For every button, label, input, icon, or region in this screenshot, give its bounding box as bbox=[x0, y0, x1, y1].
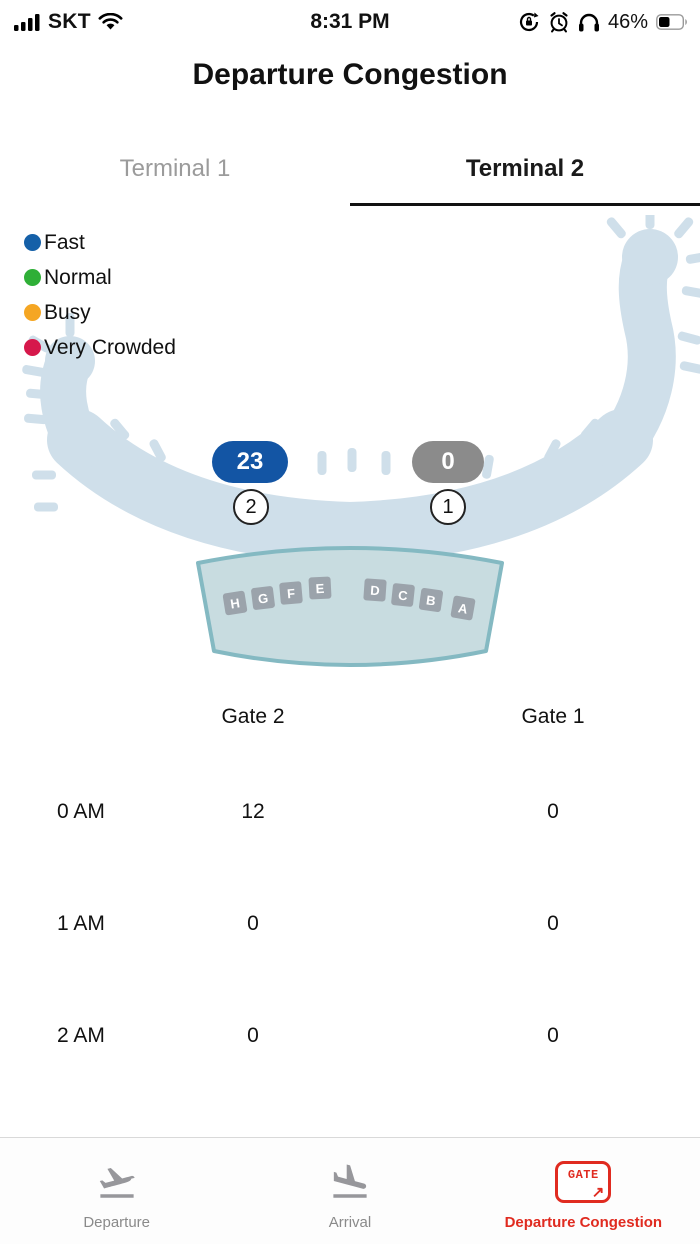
gate-1-congestion-badge[interactable]: 0 bbox=[412, 441, 484, 483]
page-title: Departure Congestion bbox=[192, 58, 508, 91]
tabbar-item-departure-congestion[interactable]: GATE ↗ Departure Congestion bbox=[467, 1138, 700, 1244]
cell-0am-gate2: 12 bbox=[241, 800, 265, 823]
gate-congestion-icon: GATE ↗ bbox=[555, 1161, 612, 1203]
battery-icon bbox=[656, 14, 687, 30]
terminal-tabs: Terminal 1 Terminal 2 bbox=[0, 132, 700, 206]
flight-takeoff-icon bbox=[99, 1167, 135, 1198]
concourse-letter-e: E bbox=[308, 576, 332, 600]
alarm-clock-icon bbox=[550, 12, 568, 33]
row-time-0am: 0 AM bbox=[57, 800, 105, 823]
wifi-icon bbox=[98, 13, 123, 30]
flight-landing-icon bbox=[333, 1164, 367, 1198]
legend-item-very-crowded: Very Crowded bbox=[24, 330, 176, 365]
row-time-2am: 2 AM bbox=[57, 1024, 105, 1047]
status-bar: SKT 8:31 PM 46% bbox=[0, 0, 700, 44]
normal-dot-icon bbox=[24, 269, 41, 286]
concourse-letter-f: F bbox=[279, 581, 303, 605]
concourse-letter-a: A bbox=[450, 595, 476, 621]
legend-item-busy: Busy bbox=[24, 295, 176, 330]
legend-label: Busy bbox=[44, 300, 91, 324]
battery-percent-label: 46% bbox=[607, 10, 648, 33]
legend-item-normal: Normal bbox=[24, 260, 176, 295]
carrier-label: SKT bbox=[48, 10, 91, 33]
gate-icon-arrow: ↗ bbox=[591, 1184, 605, 1201]
concourse-letter-h: H bbox=[222, 590, 248, 616]
cell-2am-gate1: 0 bbox=[547, 1024, 559, 1047]
concourse-letter-b: B bbox=[418, 587, 444, 613]
legend-label: Fast bbox=[44, 230, 85, 254]
headphones-icon bbox=[578, 13, 599, 32]
concourse-letter-c: C bbox=[390, 582, 416, 608]
tabbar-item-departure[interactable]: Departure bbox=[0, 1138, 233, 1244]
row-time-1am: 1 AM bbox=[57, 912, 105, 935]
cell-0am-gate1: 0 bbox=[547, 800, 559, 823]
cellular-signal-icon bbox=[14, 13, 40, 31]
very-crowded-dot-icon bbox=[24, 339, 41, 356]
busy-dot-icon bbox=[24, 304, 41, 321]
tabbar-item-arrival[interactable]: Arrival bbox=[233, 1138, 466, 1244]
cell-1am-gate2: 0 bbox=[247, 912, 259, 935]
tabbar-label-arrival: Arrival bbox=[328, 1214, 372, 1231]
concourse-letter-d: D bbox=[363, 578, 387, 602]
concourse-graphic bbox=[196, 546, 504, 667]
cell-2am-gate2: 0 bbox=[247, 1024, 259, 1047]
terminal-outline-graphic bbox=[22, 215, 700, 667]
tabbar-label-departure-congestion: Departure Congestion bbox=[504, 1214, 663, 1231]
gate-2-congestion-badge[interactable]: 23 bbox=[212, 441, 288, 483]
rotation-lock-icon bbox=[519, 12, 539, 32]
column-header-gate-2: Gate 2 bbox=[221, 705, 285, 728]
bottom-tab-bar: Departure Arrival GATE ↗ Departure Conge… bbox=[0, 1137, 700, 1244]
tab-terminal-2[interactable]: Terminal 2 bbox=[350, 132, 700, 206]
fast-dot-icon bbox=[24, 234, 41, 251]
terminal-map: 23 0 2 1 H G F E D C B A bbox=[0, 215, 700, 685]
gate-2-marker[interactable]: 2 bbox=[233, 489, 269, 525]
tab-terminal-1[interactable]: Terminal 1 bbox=[119, 155, 231, 182]
legend-label: Very Crowded bbox=[44, 335, 176, 359]
status-time: 8:31 PM bbox=[310, 10, 390, 33]
cell-1am-gate1: 0 bbox=[547, 912, 559, 935]
legend-label: Normal bbox=[44, 265, 112, 289]
gate-1-marker[interactable]: 1 bbox=[430, 489, 466, 525]
congestion-legend: Fast Normal Busy Very Crowded bbox=[24, 225, 176, 365]
legend-item-fast: Fast bbox=[24, 225, 176, 260]
tabbar-label-departure: Departure bbox=[83, 1214, 151, 1231]
concourse-letter-g: G bbox=[250, 585, 276, 611]
column-header-gate-1: Gate 1 bbox=[521, 705, 585, 728]
gate-tick-marks bbox=[22, 215, 700, 512]
gate-icon-text: GATE bbox=[567, 1168, 599, 1182]
